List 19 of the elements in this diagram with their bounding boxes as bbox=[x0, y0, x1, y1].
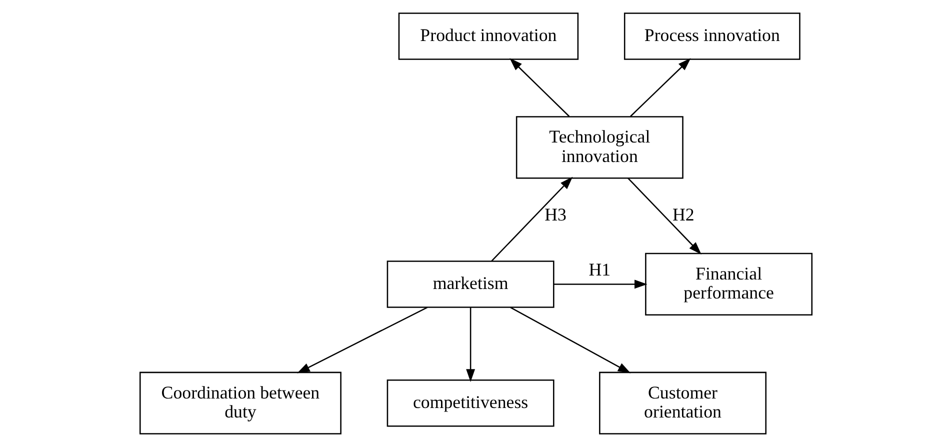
arrow bbox=[491, 176, 573, 262]
arrow bbox=[630, 58, 691, 117]
node-box: marketism bbox=[386, 260, 554, 308]
node-box: Financial performance bbox=[645, 252, 813, 316]
edge-label: H1 bbox=[588, 260, 611, 280]
node-box: Product innovation bbox=[398, 12, 579, 60]
edge-label: H2 bbox=[672, 204, 694, 225]
node-box: competitiveness bbox=[386, 379, 554, 427]
node-box: Customer orientation bbox=[599, 372, 766, 434]
arrow bbox=[297, 306, 428, 374]
arrow bbox=[466, 307, 476, 382]
edge-label: H3 bbox=[544, 204, 567, 225]
arrow bbox=[510, 58, 570, 117]
arrow bbox=[628, 178, 702, 254]
node-box: Technological innovation bbox=[516, 116, 684, 179]
arrow bbox=[554, 280, 648, 289]
node-box: Process innovation bbox=[624, 12, 800, 60]
arrow bbox=[510, 306, 631, 374]
node-box: Coordination between duty bbox=[139, 372, 342, 434]
